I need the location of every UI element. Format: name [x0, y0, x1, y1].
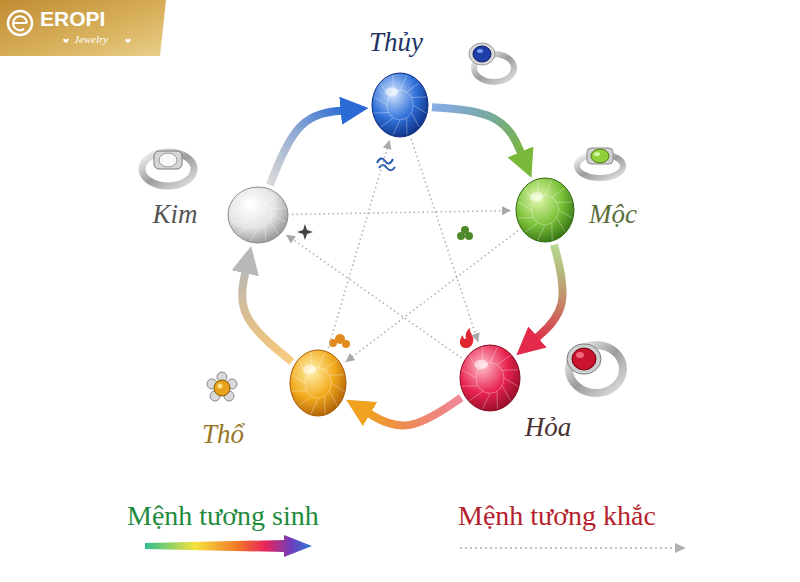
logo [0, 0, 166, 56]
gem-node: Thủy [371, 72, 429, 138]
legend-sample-arrow [145, 535, 312, 557]
gem-facets [230, 189, 286, 241]
gem-node: Thổ [289, 349, 347, 417]
logo-panel [0, 0, 166, 56]
gem-shape [371, 72, 429, 138]
gem-highlight [243, 199, 257, 207]
gem-body [460, 345, 520, 411]
logo-mark [13, 16, 27, 30]
gem-shape [227, 186, 289, 244]
legend-sample-head [675, 543, 686, 553]
gem-shape [515, 177, 575, 243]
brand-name: EROPI [40, 7, 105, 31]
legend-sample-dotted [460, 547, 676, 549]
gem-node: Kim [227, 186, 289, 244]
gem-facets [462, 347, 518, 409]
overcoming-arrow [345, 231, 517, 362]
ring-ruby [567, 344, 623, 393]
element-label: Kim [152, 199, 197, 230]
element-label: Hỏa [525, 412, 572, 443]
ring-sapphire [469, 43, 514, 82]
overcoming-arrow [286, 235, 461, 358]
element-label: Thủy [369, 27, 423, 58]
legend-text: Mệnh tương khắc [458, 500, 656, 531]
legend-item: Mệnh tương khắc [458, 499, 656, 533]
gem-body [228, 187, 288, 243]
gem-facets [374, 75, 426, 135]
legend-text: Mệnh tương sinh [127, 500, 319, 531]
generating-arrow [270, 110, 346, 185]
fire-symbol [460, 328, 474, 348]
ring-citrine [207, 372, 237, 401]
ring-diamond [142, 151, 194, 186]
metal-symbol [297, 224, 313, 240]
gem-node: Hỏa [459, 344, 521, 412]
overcoming-arrow [411, 139, 478, 342]
generating-arrow [365, 398, 461, 426]
gem-facets [292, 352, 344, 414]
generating-arrow [533, 245, 562, 341]
gem-body [516, 178, 574, 242]
legend-item: Mệnh tương sinh [127, 499, 319, 533]
gem-facets [518, 180, 572, 240]
element-label: Mộc [589, 199, 637, 230]
gem-node: Mộc [515, 177, 575, 243]
gem-shape [289, 349, 347, 417]
gem-highlight [386, 87, 399, 96]
gem-shape [459, 344, 521, 412]
heart-ornament [63, 39, 68, 43]
generating-arrow [242, 268, 292, 362]
water-symbol [377, 158, 395, 170]
earth-symbol [329, 334, 350, 348]
gem-highlight [304, 365, 317, 375]
heart-ornament [125, 39, 130, 43]
ring-peridot [577, 148, 623, 178]
element-label: Thổ [202, 419, 244, 450]
gem-body [372, 73, 428, 137]
gem-highlight [475, 360, 489, 370]
overcoming-arrow [328, 140, 389, 348]
overcoming-arrow [292, 211, 511, 215]
logo-mark [8, 11, 32, 35]
wood-symbol [457, 226, 473, 240]
brand-tagline: Jewelry [74, 33, 108, 46]
gem-body [290, 350, 346, 416]
gem-highlight [530, 192, 543, 201]
generating-arrow [432, 107, 523, 157]
